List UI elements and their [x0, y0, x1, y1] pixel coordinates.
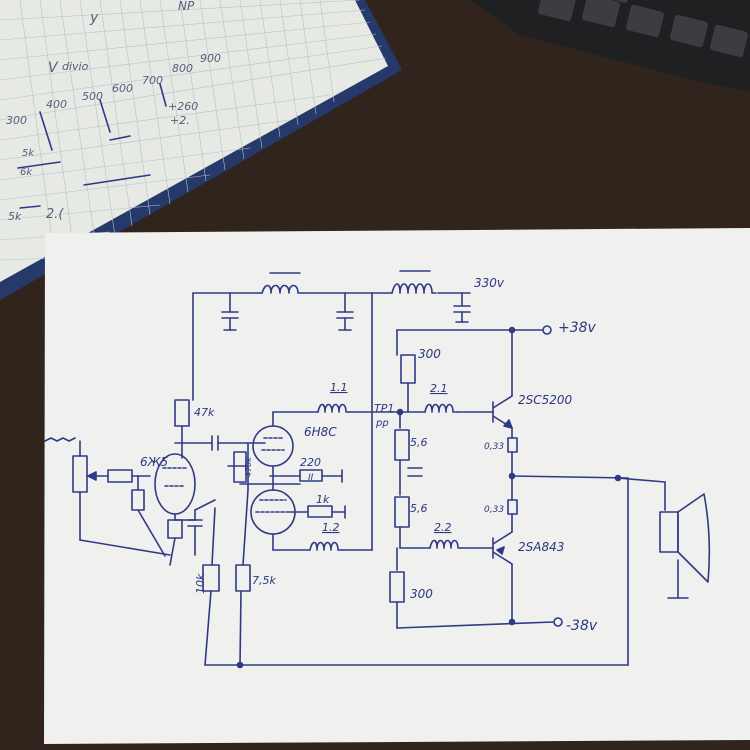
svg-text:500: 500 [82, 90, 103, 103]
label-cathode-a: 470k [244, 457, 253, 477]
label-neg-rail: -38v [566, 618, 598, 634]
label-input-tube: 6Ж5 [140, 455, 168, 469]
svg-text:2.(: 2.( [46, 207, 64, 222]
label-bias-b: 7,5k [252, 574, 276, 587]
svg-text:700: 700 [142, 74, 163, 87]
label-r56-top: 5,6 [410, 436, 428, 449]
label-r300-top: 300 [418, 347, 441, 361]
label-emitter-bottom: 0,33 [484, 505, 504, 515]
label-t11: 1.1 [330, 381, 348, 394]
label-test-point-sub: pp [375, 418, 389, 429]
label-emitter-top: 0,33 [484, 442, 504, 452]
svg-text:400: 400 [46, 98, 67, 111]
svg-text:6k: 6k [20, 167, 33, 178]
label-t12: 1.2 [322, 521, 340, 534]
label-r56-bottom: 5,6 [410, 502, 428, 515]
label-plus-b: 330v [474, 276, 505, 290]
label-t21: 2.1 [430, 382, 448, 395]
svg-text:y: y [89, 10, 99, 26]
label-plate-load: 47k [194, 406, 215, 419]
notebook-writing: y NP V divio 300 400 500 600 700 800 900… [6, 0, 221, 223]
label-bias-a: 10k [194, 573, 207, 594]
svg-text:V: V [48, 60, 59, 76]
svg-text:900: 900 [200, 52, 221, 65]
schematic-labels: 330v +38v -38v 6Ж5 6Н8С 47k 470k 220 II … [140, 276, 598, 634]
svg-text:300: 300 [6, 114, 27, 127]
keyboard [470, 0, 750, 92]
speaker-icon [659, 493, 711, 583]
label-cathode-b-mark: II [308, 473, 314, 483]
svg-text:divio: divio [62, 60, 89, 73]
label-driver-tube: 6Н8С [304, 425, 337, 439]
notebook-grid [0, 0, 387, 271]
schematic-wiring [44, 270, 689, 669]
label-pnp: 2SA843 [518, 540, 564, 554]
label-cathode-b: 220 [300, 456, 321, 469]
svg-text:5k: 5k [8, 210, 22, 223]
svg-text:+2.: +2. [170, 114, 190, 127]
label-test-point: TP1 [374, 402, 394, 415]
label-npn: 2SC5200 [518, 393, 573, 407]
label-r300-bottom: 300 [410, 587, 433, 601]
svg-text:600: 600 [112, 82, 133, 95]
paper-sheet [44, 228, 750, 744]
label-t22: 2.2 [434, 521, 452, 534]
graph-paper-notebook: y NP V divio 300 400 500 600 700 800 900… [0, 0, 402, 300]
svg-text:800: 800 [172, 62, 193, 75]
label-feedback: 1k [316, 493, 330, 506]
svg-text:NP: NP [178, 0, 195, 13]
label-pos-rail: +38v [558, 320, 597, 336]
svg-text:+260: +260 [168, 100, 198, 113]
svg-text:5k: 5k [22, 148, 35, 159]
